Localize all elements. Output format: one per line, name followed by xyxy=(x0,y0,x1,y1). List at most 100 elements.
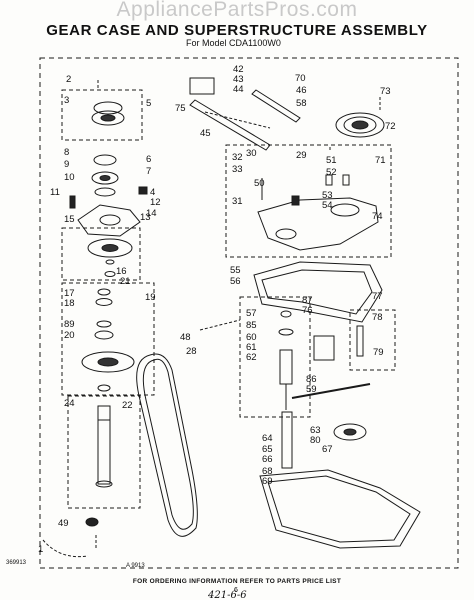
part-14-seal-plate xyxy=(77,204,141,237)
part-79-spring xyxy=(356,325,364,357)
part-74-superstructure xyxy=(257,197,379,251)
part-18-bearing xyxy=(95,298,113,306)
callout-72: 72 xyxy=(385,121,396,132)
callout-16: 16 xyxy=(116,266,127,277)
part-41-bracket xyxy=(189,99,271,151)
part-pulley xyxy=(81,351,135,373)
callout-11: 11 xyxy=(50,187,60,198)
callout-12: 12 xyxy=(150,197,161,208)
callout-55: 55 xyxy=(230,265,241,276)
group-box-22-24 xyxy=(67,395,141,509)
callout-56: 56 xyxy=(230,276,241,287)
part-4-clip xyxy=(138,186,148,195)
group-box-30-54 xyxy=(225,144,392,258)
part-63-gear xyxy=(333,423,367,441)
callout-30: 30 xyxy=(246,148,257,159)
callout-80: 80 xyxy=(310,435,321,446)
callout-60: 60 xyxy=(246,332,257,343)
outer-boundary xyxy=(39,57,459,569)
callout-46: 46 xyxy=(296,85,307,96)
page-number: 6 xyxy=(234,587,238,594)
part-3-bearing xyxy=(93,101,123,115)
callout-53: 53 xyxy=(322,190,333,201)
callout-32: 32 xyxy=(232,152,243,163)
part-16-drive-gear xyxy=(87,238,133,258)
group-box-57-62 xyxy=(239,296,311,418)
callout-77: 77 xyxy=(372,291,383,302)
callout-2: 2 xyxy=(66,74,71,85)
callout-61: 61 xyxy=(246,342,257,353)
part-42-block xyxy=(189,77,215,95)
callout-79: 79 xyxy=(373,347,384,358)
callout-86: 86 xyxy=(306,374,317,385)
callout-8: 8 xyxy=(64,147,69,158)
callout-58: 58 xyxy=(296,98,307,109)
callout-4: 4 xyxy=(150,187,155,198)
callout-43: 43 xyxy=(233,74,244,85)
callout-69: 69 xyxy=(262,476,273,487)
callout-59: 59 xyxy=(306,384,317,395)
callout-6: 6 xyxy=(146,154,151,165)
callout-33: 33 xyxy=(232,164,243,175)
callout-19: 19 xyxy=(145,292,156,303)
callout-24: 24 xyxy=(64,398,75,409)
callout-57: 57 xyxy=(246,308,257,319)
callout-76: 76 xyxy=(302,305,313,316)
watermark: AppliancePartsPros.com xyxy=(116,0,358,21)
part-24-shaft xyxy=(97,405,111,485)
callout-74: 74 xyxy=(372,211,383,222)
part-8-gear xyxy=(93,154,117,166)
callout-89: 89 xyxy=(64,319,75,330)
callout-42: 42 xyxy=(233,64,244,75)
callout-75: 75 xyxy=(175,103,186,114)
callout-20: 20 xyxy=(64,330,75,341)
callout-9: 9 xyxy=(64,159,69,170)
callout-21: 21 xyxy=(120,276,131,287)
part-20-bearing xyxy=(94,330,114,340)
callout-50: 50 xyxy=(254,178,265,189)
callout-66: 66 xyxy=(262,454,273,465)
ordering-footer: FOR ORDERING INFORMATION REFER TO PARTS … xyxy=(132,578,342,585)
callout-45: 45 xyxy=(200,128,211,139)
document-number: 369913 xyxy=(6,560,27,566)
part-28-belt xyxy=(136,353,198,537)
handwritten-note: 421-6-6 xyxy=(208,590,247,601)
callout-64: 64 xyxy=(262,433,273,444)
callout-62: 62 xyxy=(246,352,257,363)
callout-29: 29 xyxy=(296,150,307,161)
callout-70: 70 xyxy=(295,73,306,84)
callout-85: 85 xyxy=(246,320,257,331)
callout-18: 18 xyxy=(64,298,75,309)
callout-54: 54 xyxy=(322,200,333,211)
callout-5: 5 xyxy=(146,98,151,109)
art-number: A 9913 xyxy=(126,563,145,569)
callout-63: 63 xyxy=(310,425,321,436)
callout-52: 52 xyxy=(326,167,337,178)
part-10-pinion xyxy=(91,171,119,185)
part-62-gear xyxy=(279,349,293,385)
callout-15: 15 xyxy=(64,214,75,225)
callout-31: 31 xyxy=(232,196,243,207)
callout-49: 49 xyxy=(58,518,69,529)
callout-48: 48 xyxy=(180,332,191,343)
callout-14: 14 xyxy=(146,208,157,219)
model-subtitle: For Model CDA1100W0 xyxy=(186,38,281,48)
part-17-washer xyxy=(97,288,111,296)
callout-10: 10 xyxy=(64,172,75,183)
diagram-title: GEAR CASE AND SUPERSTRUCTURE ASSEMBLY xyxy=(46,22,428,39)
group-box-76-79 xyxy=(349,309,396,371)
callout-73: 73 xyxy=(380,86,391,97)
callout-3: 3 xyxy=(64,95,69,106)
group-box-15-21 xyxy=(61,227,141,281)
part-70-arm xyxy=(251,89,301,123)
group-box-17-20 xyxy=(61,282,155,396)
part-72-pulley xyxy=(335,112,385,138)
callout-71: 71 xyxy=(375,155,386,166)
callout-51: 51 xyxy=(326,155,337,166)
callout-65: 65 xyxy=(262,444,273,455)
part-64-shaft xyxy=(281,411,293,469)
callout-67: 67 xyxy=(322,444,333,455)
callout-1: 1 xyxy=(38,544,43,555)
